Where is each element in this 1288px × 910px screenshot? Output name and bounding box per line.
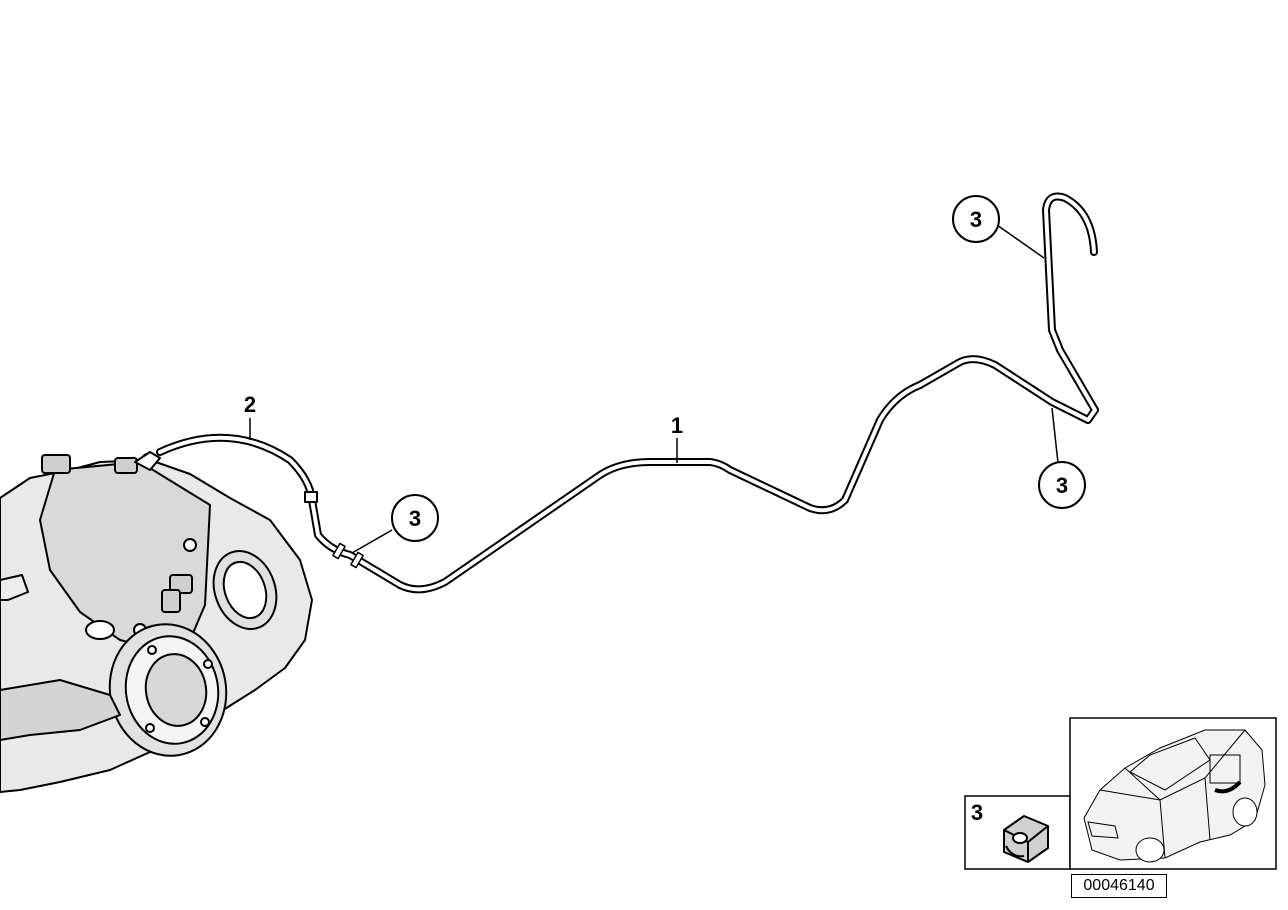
callout-label-1: 1 <box>671 413 683 438</box>
callout-label-3-top: 3 <box>970 207 982 232</box>
vent-hose <box>156 433 316 504</box>
inset-legend-number: 3 <box>971 800 983 825</box>
callout-circle-3-right: 3 <box>1038 461 1086 509</box>
callout-circle-3-left: 3 <box>391 494 439 542</box>
vehicle-location-inset <box>1069 717 1277 870</box>
callout-circle-3-top: 3 <box>952 195 1000 243</box>
callout-label-2: 2 <box>244 392 256 417</box>
clip-icon <box>1003 815 1049 863</box>
differential-housing-illustration <box>0 451 313 793</box>
vent-line <box>304 192 1099 594</box>
leader-lines <box>249 224 1059 554</box>
reference-number: 00046140 <box>1071 874 1167 898</box>
callout-label-3-right: 3 <box>1056 473 1068 498</box>
clip-legend-inset: 3 <box>964 795 1071 870</box>
vehicle-icon <box>1083 729 1266 863</box>
callout-label-3-left: 3 <box>409 506 421 531</box>
